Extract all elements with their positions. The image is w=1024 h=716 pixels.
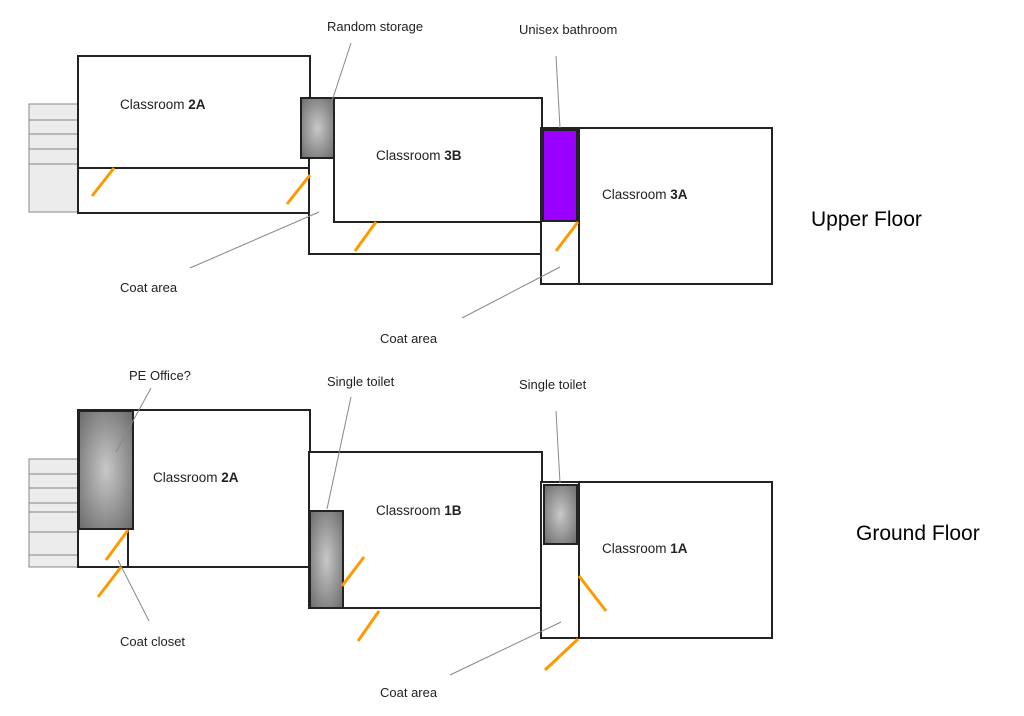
steps-area: [28, 103, 80, 213]
leader-line: [117, 559, 150, 622]
room-label: Classroom 2A: [153, 470, 239, 485]
annotation-coat-area: Coat area: [380, 685, 438, 700]
classroom-3b-upper: [333, 97, 543, 223]
door-icon: [90, 167, 116, 197]
door-icon: [543, 637, 580, 672]
staircase-upper: [28, 103, 80, 213]
classroom-1b-ground: [308, 451, 543, 609]
leader-line: [189, 211, 320, 269]
coat-closet: [77, 528, 129, 568]
annotation-coat-area: Coat area: [120, 280, 178, 295]
leader-line: [449, 621, 562, 676]
annotation-coat-closet: Coat closet: [120, 634, 185, 649]
annotation-single-toilet: Single toilet: [327, 374, 395, 389]
door-icon: [340, 556, 366, 587]
leader-line: [461, 266, 561, 319]
door-icon: [577, 575, 608, 612]
floor-title: Ground Floor: [856, 522, 980, 545]
room-label: Classroom 3B: [376, 148, 462, 163]
ground-floor: Classroom 2A Classroom 1B Classroom 1A P…: [28, 368, 980, 700]
room-label: Classroom 1B: [376, 503, 462, 518]
leader-line: [555, 410, 561, 484]
classroom-2a-upper: [77, 55, 311, 169]
annotation-unisex-bathroom: Unisex bathroom: [519, 22, 617, 37]
coat-area-2a-upper: [77, 167, 311, 214]
staircase-ground: [28, 458, 80, 568]
door-icon: [554, 221, 580, 252]
room-label: Classroom 3A: [602, 187, 688, 202]
leader-line: [326, 396, 352, 510]
random-storage: [300, 97, 335, 159]
steps-area: [28, 458, 80, 568]
upper-floor: Classroom 2A Classroom 3B Classroom 3A R…: [28, 19, 922, 346]
annotation-pe-office: PE Office?: [129, 368, 191, 383]
door-icon: [104, 529, 130, 561]
room-label: Classroom 2A: [120, 97, 206, 112]
leader-line: [115, 387, 152, 453]
single-toilet-left: [309, 510, 344, 609]
room-label: Classroom 1A: [602, 541, 688, 556]
door-icon: [96, 566, 123, 598]
door-icon: [353, 221, 378, 252]
leader-line: [555, 55, 561, 129]
unisex-bathroom: [542, 129, 578, 222]
single-toilet-right: [543, 484, 578, 545]
classroom-3a-upper: [578, 127, 773, 285]
floor-title: Upper Floor: [811, 208, 922, 231]
annotation-random-storage: Random storage: [327, 19, 423, 34]
annotation-single-toilet: Single toilet: [519, 377, 587, 392]
annotation-coat-area: Coat area: [380, 331, 438, 346]
classroom-1a-ground: [578, 481, 773, 639]
door-icon: [285, 174, 312, 205]
pe-office: [78, 410, 134, 530]
door-icon: [356, 610, 381, 642]
leader-line: [327, 42, 352, 114]
